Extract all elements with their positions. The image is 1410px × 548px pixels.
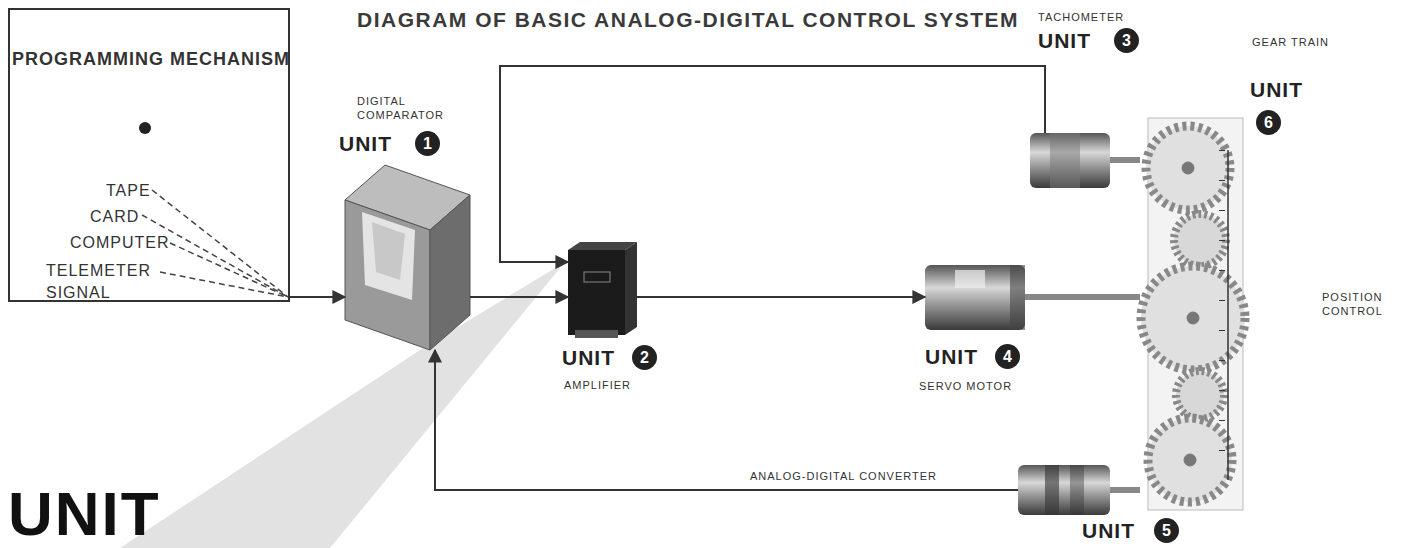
gear-train	[1141, 118, 1245, 510]
position-label: POSITION CONTROL	[1322, 290, 1406, 319]
servo-motor-body	[925, 265, 1025, 330]
callout-number: 4	[995, 344, 1020, 369]
drive-shaft	[1025, 294, 1140, 300]
converter-body	[1018, 465, 1110, 515]
signal-line	[625, 296, 925, 298]
unit-label: UNIT	[1082, 519, 1135, 543]
callout-number: 6	[1256, 110, 1281, 135]
unit-name: ANALOG-DIGITAL CONVERTER	[750, 469, 937, 483]
comparator-unit: DIGITAL COMPARATORUNIT1	[345, 160, 470, 350]
signal-line	[435, 350, 1018, 490]
big-unit-heading: UNIT	[8, 478, 161, 548]
source-item: TELEMETER SIGNAL	[46, 260, 166, 303]
comparator-cube	[345, 165, 470, 350]
tachometer-unit: TACHOMETERUNIT3	[1030, 133, 1110, 188]
callout-number: 1	[415, 131, 440, 156]
callout-number: 3	[1114, 28, 1139, 53]
unit-label: UNIT	[1038, 29, 1091, 53]
heading: PROGRAMMING MECHANISM	[10, 48, 292, 71]
amplifier-unit: UNIT2AMPLIFIER	[568, 250, 625, 335]
unit-label: UNIT	[925, 345, 978, 369]
converter-unit: ANALOG-DIGITAL CONVERTERUNIT5	[1018, 465, 1110, 515]
source-item: CARD	[90, 208, 139, 226]
unit-name: DIGITAL COMPARATOR	[357, 94, 467, 123]
unit-name: SERVO MOTOR	[919, 379, 1012, 393]
position-scale	[1222, 150, 1228, 480]
unit-label: UNIT	[562, 346, 615, 370]
light-beam	[120, 262, 565, 548]
unit-name: AMPLIFIER	[564, 378, 631, 392]
signal-line	[470, 296, 568, 298]
unit-label: UNIT	[1250, 78, 1303, 102]
signal-line	[500, 66, 1045, 262]
drive-shaft	[1110, 157, 1140, 163]
unit-label: UNIT	[339, 132, 392, 156]
signal-line	[290, 296, 345, 298]
tachometer-body	[1030, 133, 1110, 188]
program-box: PROGRAMMING MECHANISM TAPE CARD COMPUTER TEL…	[8, 8, 290, 302]
amplifier-box	[568, 242, 637, 338]
drive-shaft	[1110, 487, 1140, 493]
source-item: COMPUTER	[70, 234, 170, 252]
dot	[139, 122, 151, 134]
unit-name: GEAR TRAIN	[1252, 35, 1329, 49]
callout-number: 5	[1154, 518, 1179, 543]
callout-number: 2	[632, 345, 657, 370]
servo-motor-unit: UNIT4SERVO MOTOR	[925, 265, 1025, 330]
gear-train-unit: GEAR TRAINUNIT6	[1140, 110, 1245, 510]
source-item: TAPE	[106, 182, 151, 200]
unit-name: TACHOMETER	[1038, 10, 1124, 24]
diagram-title: DIAGRAM OF BASIC ANALOG-DIGITAL CONTROL …	[357, 8, 1019, 32]
